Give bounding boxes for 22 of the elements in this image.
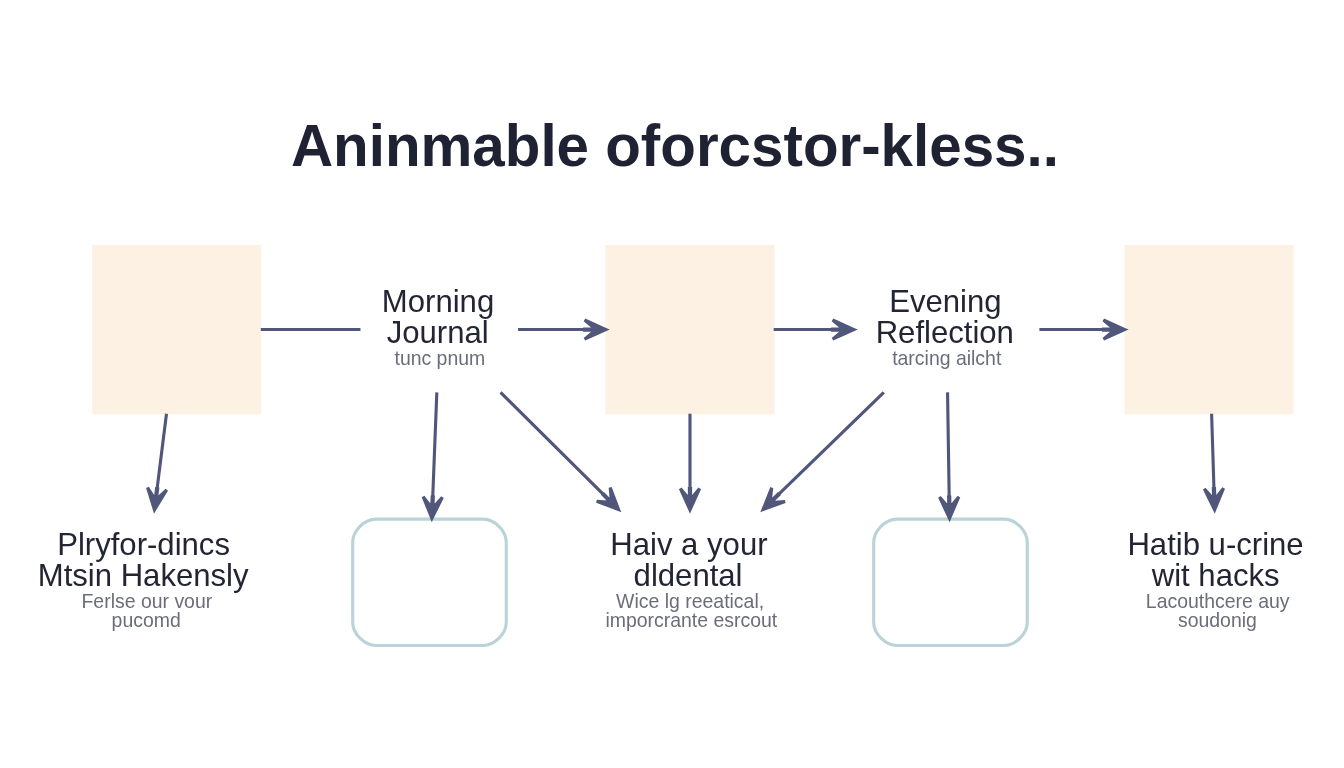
- node-box: [605, 245, 775, 415]
- node-text: Hatib u-crine wit hacks Lacouthcere auy soudonig: [1127, 526, 1304, 632]
- node-box: [92, 245, 262, 415]
- arrow: [146, 413, 169, 512]
- node-box: [1124, 245, 1294, 415]
- node-box: [351, 517, 508, 648]
- arrow: [678, 413, 702, 512]
- arrow: [499, 391, 621, 512]
- arrow: [761, 391, 885, 512]
- diagram-title: Aninmable oforcstor-kless..: [290, 113, 1059, 179]
- connector: [260, 328, 361, 332]
- arrow: [773, 318, 856, 341]
- arrow: [518, 318, 608, 341]
- node-text: Evening Reflection tarcing ailcht: [875, 283, 1014, 369]
- arrow: [1039, 318, 1127, 341]
- arrow: [938, 392, 961, 520]
- node-text: Haiv a your dldental Wice lg reeatical, imporcrante esrcout: [605, 526, 778, 632]
- node-text: Morning Journal tunc pnum: [381, 283, 495, 369]
- node-text: Plryfor-dincs Mtsin Hakensly Ferlse our vour pucomd: [37, 526, 249, 632]
- arrow: [1202, 413, 1226, 512]
- arrow: [421, 392, 444, 520]
- node-box: [872, 517, 1029, 648]
